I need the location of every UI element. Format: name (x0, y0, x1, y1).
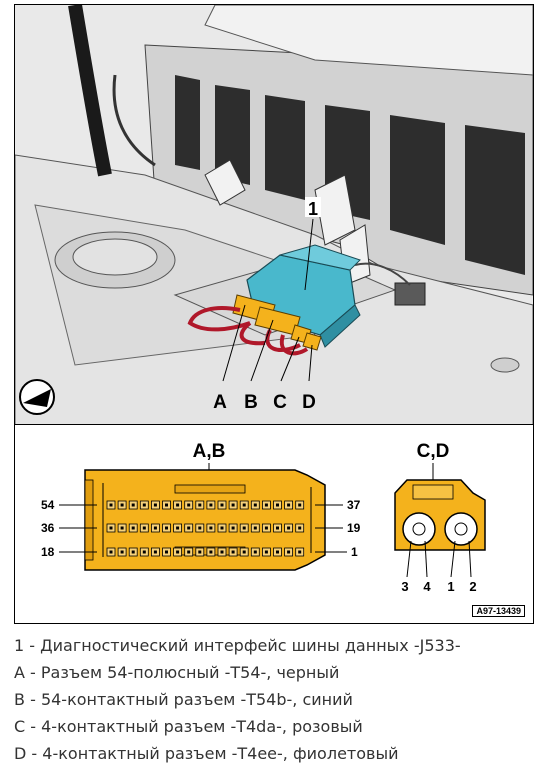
pin-contact (176, 550, 180, 554)
pin-contact (253, 550, 257, 554)
pin-label-1: 1 (351, 545, 358, 559)
pin-contact (131, 550, 135, 554)
pin-contact (187, 550, 191, 554)
pin-contact (153, 526, 157, 530)
pin-label-19: 19 (347, 521, 361, 535)
pin-contact (209, 503, 213, 507)
pin-contact (220, 550, 224, 554)
legend-text: 4-контактный разъем -T4ee-, фиолетовый (42, 744, 399, 763)
legend: 1 - Диагностический интерфейс шины данны… (14, 632, 544, 767)
pin-contact (231, 503, 235, 507)
pin-contact (242, 550, 246, 554)
pin-contact (198, 503, 202, 507)
ab-title: A,B (193, 441, 226, 462)
pin-contact (142, 503, 146, 507)
connector-label-a: A (213, 392, 227, 413)
legend-item-c: C - 4-контактный разъем -T4da-, розовый (14, 717, 363, 736)
pin-contact (276, 550, 279, 554)
legend-key: B (14, 690, 25, 709)
reference-number: A97-13439 (472, 605, 525, 617)
connector-label-c: C (273, 392, 287, 413)
legend-key: A (14, 663, 25, 682)
connector-drawings: A,B 54 36 18 37 19 1 C,D (41, 441, 486, 594)
cd-pin-4: 4 (423, 579, 431, 594)
pin-contact (187, 503, 191, 507)
pin-contact (242, 526, 246, 530)
pin-contact (298, 550, 302, 554)
connectors-on-module (232, 294, 322, 351)
pin-contact (120, 503, 124, 507)
pin-contact (264, 526, 268, 530)
pin-contact (131, 526, 135, 530)
pin-contact (287, 550, 291, 554)
pin-label-37: 37 (347, 498, 361, 512)
pin-contact (109, 550, 113, 554)
pin-contact (231, 526, 235, 530)
connector-cd-face (394, 479, 486, 551)
cd-pin-1: 1 (447, 579, 454, 594)
pin-contact (153, 550, 157, 554)
legend-text: Диагностический интерфейс шины данных -J… (40, 636, 461, 655)
legend-text: 54-контактный разъем -T54b-, синий (40, 690, 353, 709)
pin-contact (109, 526, 113, 530)
pin-contact (253, 526, 257, 530)
pin-contact (253, 503, 257, 507)
legend-key: D (14, 744, 27, 763)
figure-frame: 1 A B C D A,B 54 3 (14, 4, 534, 624)
pin-contact (209, 550, 213, 554)
callout-1: 1 (308, 199, 318, 219)
pin-contact (176, 503, 180, 507)
pin-label-18: 18 (41, 545, 55, 559)
pin-label-36: 36 (41, 521, 55, 535)
pin-contact (242, 503, 246, 507)
installation-illustration: 1 A B C D (15, 5, 533, 425)
pin-contact (198, 526, 202, 530)
pin-contact (298, 503, 302, 507)
pin-contact (287, 503, 291, 507)
pin-contact (142, 550, 146, 554)
pin-contact (165, 526, 168, 530)
legend-item-b: B - 54-контактный разъем -T54b-, синий (14, 690, 353, 709)
connector-ab-face (84, 469, 326, 571)
pin-contact (220, 503, 224, 507)
pin-contact (120, 550, 124, 554)
pin-contact (153, 503, 157, 507)
pin-contact (131, 503, 135, 507)
pin-contact (264, 503, 268, 507)
pin-contact (264, 550, 268, 554)
pin-contact (109, 503, 113, 507)
legend-key: C (14, 717, 26, 736)
legend-text: Разъем 54-полюсный -T54-, черный (40, 663, 340, 682)
legend-key: 1 (14, 636, 25, 655)
cd-pin-2: 2 (469, 579, 476, 594)
cd-title: C,D (417, 441, 450, 462)
connector-label-b: B (244, 392, 258, 413)
pin-contact (209, 526, 213, 530)
pin-contact (198, 550, 202, 554)
pin-contact (220, 526, 224, 530)
pin-contact (176, 526, 180, 530)
view-direction-icon (19, 379, 55, 415)
pin-contact (165, 550, 168, 554)
legend-text: 4-контактный разъем -T4da-, розовый (41, 717, 363, 736)
legend-item-a: A - Разъем 54-полюсный -T54-, черный (14, 663, 340, 682)
pin-contact (298, 526, 302, 530)
pin-label-54: 54 (41, 498, 55, 512)
pin-contact (276, 526, 279, 530)
pin-contact (142, 526, 146, 530)
pin-contact (276, 503, 279, 507)
pin-contact (120, 526, 124, 530)
cd-pin-3: 3 (401, 579, 408, 594)
legend-item-d: D - 4-контактный разъем -T4ee-, фиолетов… (14, 744, 399, 763)
pin-contact (287, 526, 291, 530)
legend-item-1: 1 - Диагностический интерфейс шины данны… (14, 636, 461, 655)
connector-label-d: D (302, 392, 316, 413)
pin-contact (187, 526, 191, 530)
pin-contact (231, 550, 235, 554)
pin-contact (165, 503, 168, 507)
